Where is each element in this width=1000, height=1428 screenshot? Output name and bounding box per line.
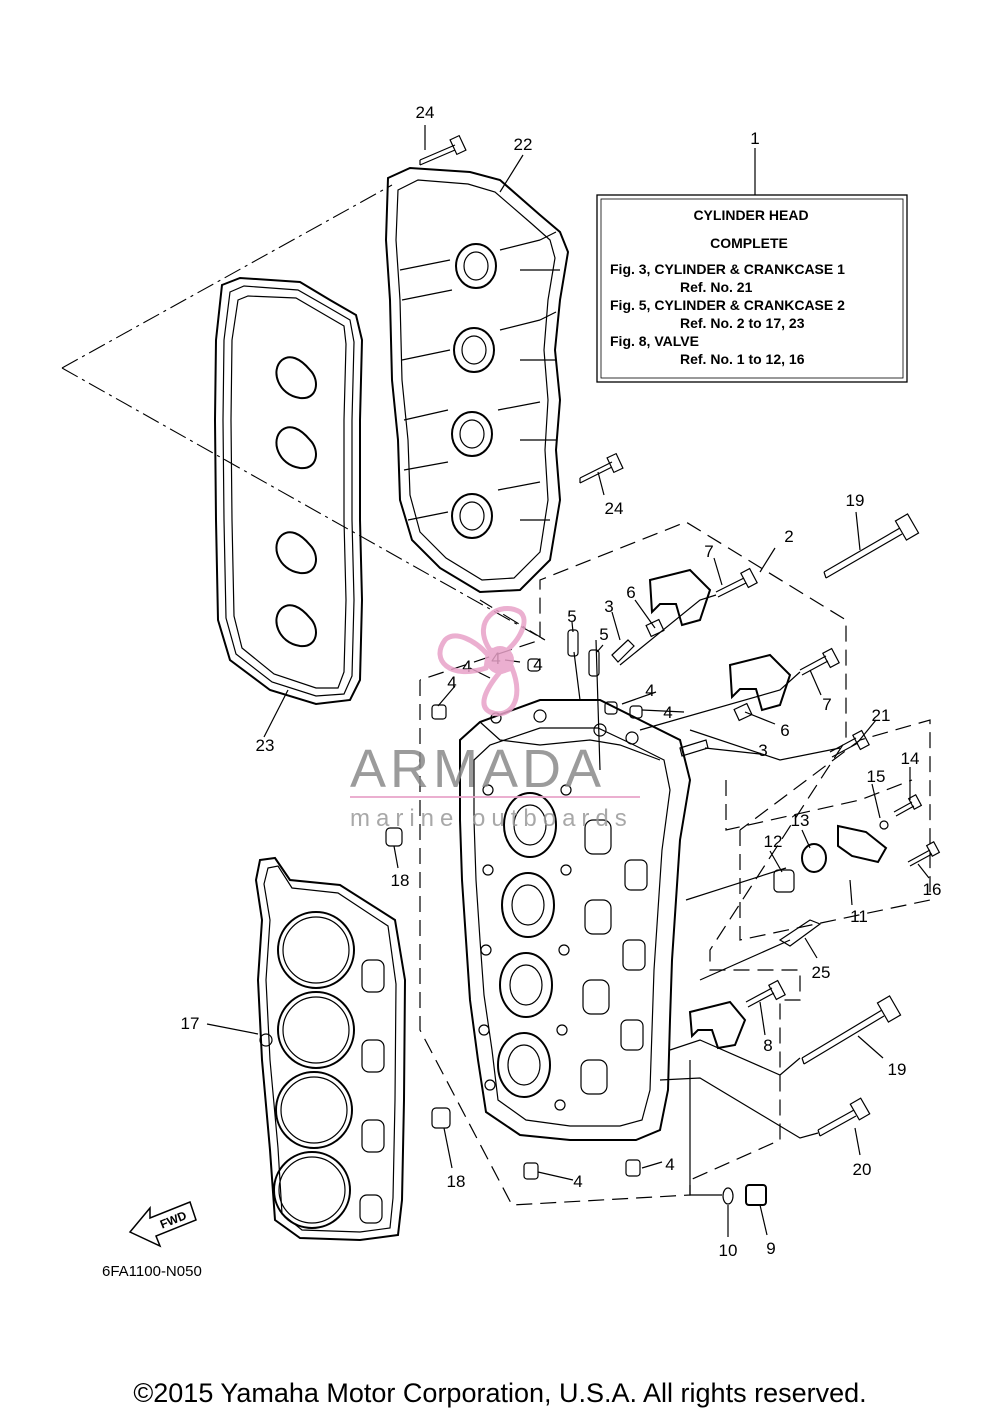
callout-label: 8 [763,1036,772,1055]
callout-label: 19 [846,491,865,510]
diagram-code: 6FA1100-N050 [102,1263,202,1280]
note-box: CYLINDER HEAD COMPLETE Fig. 3, CYLINDER … [596,148,908,383]
callout-label: 4 [533,655,542,674]
callout-label: 16 [923,880,942,899]
callout-label: 4 [663,703,672,722]
note-line-7: Fig. 8, VALVE [610,333,699,349]
note-line-2: COMPLETE [710,235,788,251]
reference-lines [61,184,546,641]
callout-label: 24 [605,499,624,518]
combustion-chambers [497,792,557,1098]
callout-label: 10 [719,1241,738,1260]
callout-label: 18 [447,1172,466,1191]
small-parts [385,134,941,1206]
assembly-boundary [419,521,931,1206]
callout-label: 7 [704,542,713,561]
leader-lines [206,125,930,1237]
callout-label: 17 [181,1014,200,1033]
callout-label: 19 [888,1060,907,1079]
callout-label: 13 [791,811,810,830]
callout-label: 4 [665,1155,674,1174]
note-line-6: Ref. No. 2 to 17, 23 [680,315,805,331]
callout-label: 6 [626,583,635,602]
callout-label: 24 [416,103,435,122]
fwd-arrow-icon: FWD [128,1201,197,1248]
callout-label: 5 [599,625,608,644]
callout-label: 15 [867,767,886,786]
cover-gasket [213,276,364,706]
callout-label: 23 [256,736,275,755]
cover-ports [451,243,497,539]
head-side-ports [580,819,648,1095]
callout-label: 3 [758,741,767,760]
watermark: ARMADA marine outboards [350,605,640,832]
callout-label: 21 [872,706,891,725]
note-line-1: CYLINDER HEAD [693,207,808,223]
propeller-logo-icon [437,605,527,717]
copyright-notice: ©2015 Yamaha Motor Corporation, U.S.A. A… [133,1378,867,1408]
callout-label: 6 [780,721,789,740]
callout-label: 1 [750,129,759,148]
callout-label: 4 [462,657,471,676]
watermark-brand: ARMADA [350,739,605,799]
callout-label: 12 [764,832,783,851]
note-line-5: Fig. 5, CYLINDER & CRANKCASE 2 [610,297,845,313]
callout-label: 9 [766,1239,775,1258]
callout-label: 7 [822,695,831,714]
callout-label: 11 [850,907,868,926]
note-line-4: Ref. No. 21 [680,279,753,295]
callout-label: 2 [784,527,793,546]
callout-label: 14 [901,749,920,768]
watermark-tagline: marine outboards [350,805,633,832]
cylinder-head [459,699,692,1141]
callout-label: 22 [514,135,533,154]
callout-label: 4 [447,673,456,692]
callout-label: 5 [567,607,576,626]
callout-label: 4 [645,681,654,700]
callout-label: 3 [604,597,613,616]
note-line-8: Ref. No. 1 to 12, 16 [680,351,805,367]
cylinder-head-cover [384,166,570,594]
head-gasket [254,856,407,1242]
callout-label: 25 [812,963,831,982]
callout-label: 20 [853,1160,872,1179]
head-bolt-holes [478,784,572,1111]
callout-labels: 1 2 3 3 4 4 4 4 4 4 4 4 5 5 6 6 7 7 8 9 … [181,103,942,1260]
callout-label: 18 [391,871,410,890]
callout-label: 4 [573,1172,582,1191]
note-line-3: Fig. 3, CYLINDER & CRANKCASE 1 [610,261,845,277]
